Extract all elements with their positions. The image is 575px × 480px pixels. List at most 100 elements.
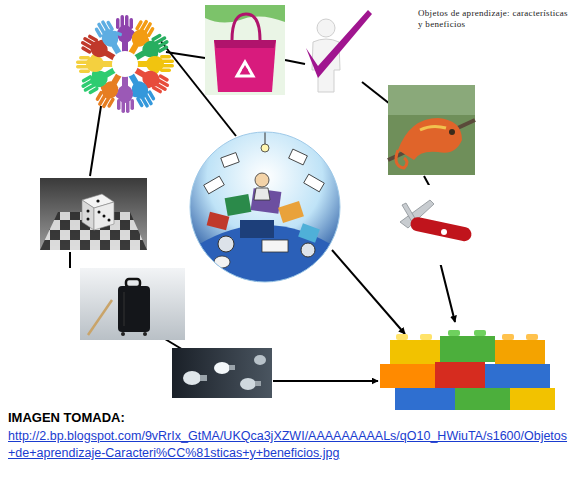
lightbulbs-photo-part [172, 348, 272, 398]
person-check-part [317, 19, 335, 37]
lego-bricks-part [510, 388, 555, 410]
lego-bricks-part [448, 330, 460, 336]
recycle-bag [205, 5, 285, 95]
lightbulbs-photo-part [255, 381, 261, 386]
objects-circle-part [254, 188, 270, 200]
dice-photo-part [103, 215, 106, 218]
army-knife [375, 185, 490, 265]
connector-lines-part [273, 380, 378, 382]
lego-bricks-part [380, 364, 435, 388]
lego-bricks-part [420, 334, 432, 340]
dice-photo-part [87, 210, 90, 213]
lego-bricks-part [390, 340, 440, 364]
objects-circle-part [207, 212, 230, 230]
lightbulbs-photo-part [183, 371, 201, 385]
objects-circle-part [251, 188, 282, 214]
lego-bricks-part [495, 340, 545, 364]
lego-bricks-part [396, 334, 432, 340]
army-knife-part [441, 229, 447, 235]
objects-circle-part [298, 223, 320, 242]
recycle-bag-part [242, 68, 248, 74]
chameleon-photo-part [449, 129, 455, 135]
chameleon-photo-part [388, 85, 475, 175]
objects-circle-part [289, 149, 308, 165]
objects-circle-part [218, 236, 234, 252]
objects-circle-part [278, 201, 304, 223]
objects-circle-part [204, 176, 225, 194]
person-check-part [306, 10, 372, 78]
objects-circle-part [240, 220, 274, 238]
chameleon-photo-part [388, 85, 475, 115]
dice-photo-part [94, 202, 114, 230]
objects-circle-part [190, 132, 340, 290]
objects-circle-part [301, 243, 315, 257]
lego-bricks-part [502, 334, 514, 340]
objects-circle-part [190, 132, 340, 282]
connector-lines-part [90, 106, 101, 176]
suitcase-photo-part [126, 279, 140, 287]
objects-circle [190, 132, 340, 290]
lego-bricks-part [526, 334, 538, 340]
lego-bricks-part [396, 334, 408, 340]
suitcase-photo-part [121, 332, 125, 336]
dice-photo-part [82, 200, 94, 230]
chameleon-photo-part [398, 118, 462, 160]
lightbulbs-photo-part [214, 362, 230, 374]
chameleon-photo-part [396, 150, 407, 168]
suitcase-photo-part [80, 268, 185, 340]
dice-photo-part [108, 219, 111, 222]
lightbulbs-photo-part [240, 378, 256, 390]
lego-bricks-part [395, 388, 455, 410]
dice-photo [40, 178, 147, 250]
suitcase-photo-part [118, 286, 150, 332]
objects-circle-part [225, 194, 252, 216]
recycle-bag-part [237, 62, 253, 76]
connector-lines-part [69, 252, 71, 268]
lightbulbs-photo-part [229, 365, 235, 370]
person-check [306, 10, 372, 92]
lego-bricks [380, 330, 555, 410]
lego-bricks-part [474, 330, 486, 336]
source-heading: IMAGEN TOMADA: [8, 410, 308, 425]
objects-circle-part [255, 173, 269, 187]
lightbulbs-photo [172, 348, 272, 398]
diagram-title: Objetos de aprendizaje: características … [418, 8, 568, 30]
recycle-bag-part [214, 40, 276, 92]
objects-circle-part [304, 174, 325, 192]
lego-bricks-part [448, 330, 486, 336]
hands-circle-part [112, 51, 138, 77]
army-knife-part [375, 185, 490, 265]
source-url: http://2.bp.blogspot.com/9vRrIx_GtMA/UKQ… [8, 428, 568, 462]
lego-bricks-part [485, 364, 550, 388]
chameleon-photo-part [420, 126, 446, 130]
suitcase-photo [80, 268, 185, 340]
source-url-holder: http://2.bp.blogspot.com/9vRrIx_GtMA/UKQ… [8, 428, 568, 462]
lightbulbs-photo-part [254, 355, 266, 365]
dice-photo-part [87, 218, 90, 221]
lego-bricks-part [435, 362, 485, 388]
dice-photo-part [98, 211, 101, 214]
lightbulbs-photo-part [200, 375, 207, 381]
objects-circle-part [262, 240, 288, 252]
lego-bricks-part [440, 336, 495, 362]
suitcase-photo-part [124, 292, 125, 326]
objects-circle-part [221, 153, 239, 168]
recycle-bag-part [232, 14, 260, 40]
recycle-bag-part [214, 40, 276, 48]
lego-bricks-part [455, 388, 510, 410]
connector-lines-part [362, 82, 390, 104]
recycle-bag-part [205, 5, 285, 95]
connector-lines-part [440, 262, 455, 322]
lego-bricks-part [502, 334, 538, 340]
objects-circle-part [214, 256, 230, 268]
objects-circle-part [261, 144, 269, 152]
suitcase-photo-part [88, 300, 112, 335]
connector-lines-part [285, 60, 305, 64]
chameleon-photo [388, 85, 475, 175]
dice-photo-part [40, 178, 147, 250]
suitcase-photo-part [143, 332, 147, 336]
dice-photo-part [96, 199, 99, 202]
diagram-title-holder: Objetos de aprendizaje: características … [418, 8, 568, 30]
objects-circle-part [265, 132, 266, 144]
